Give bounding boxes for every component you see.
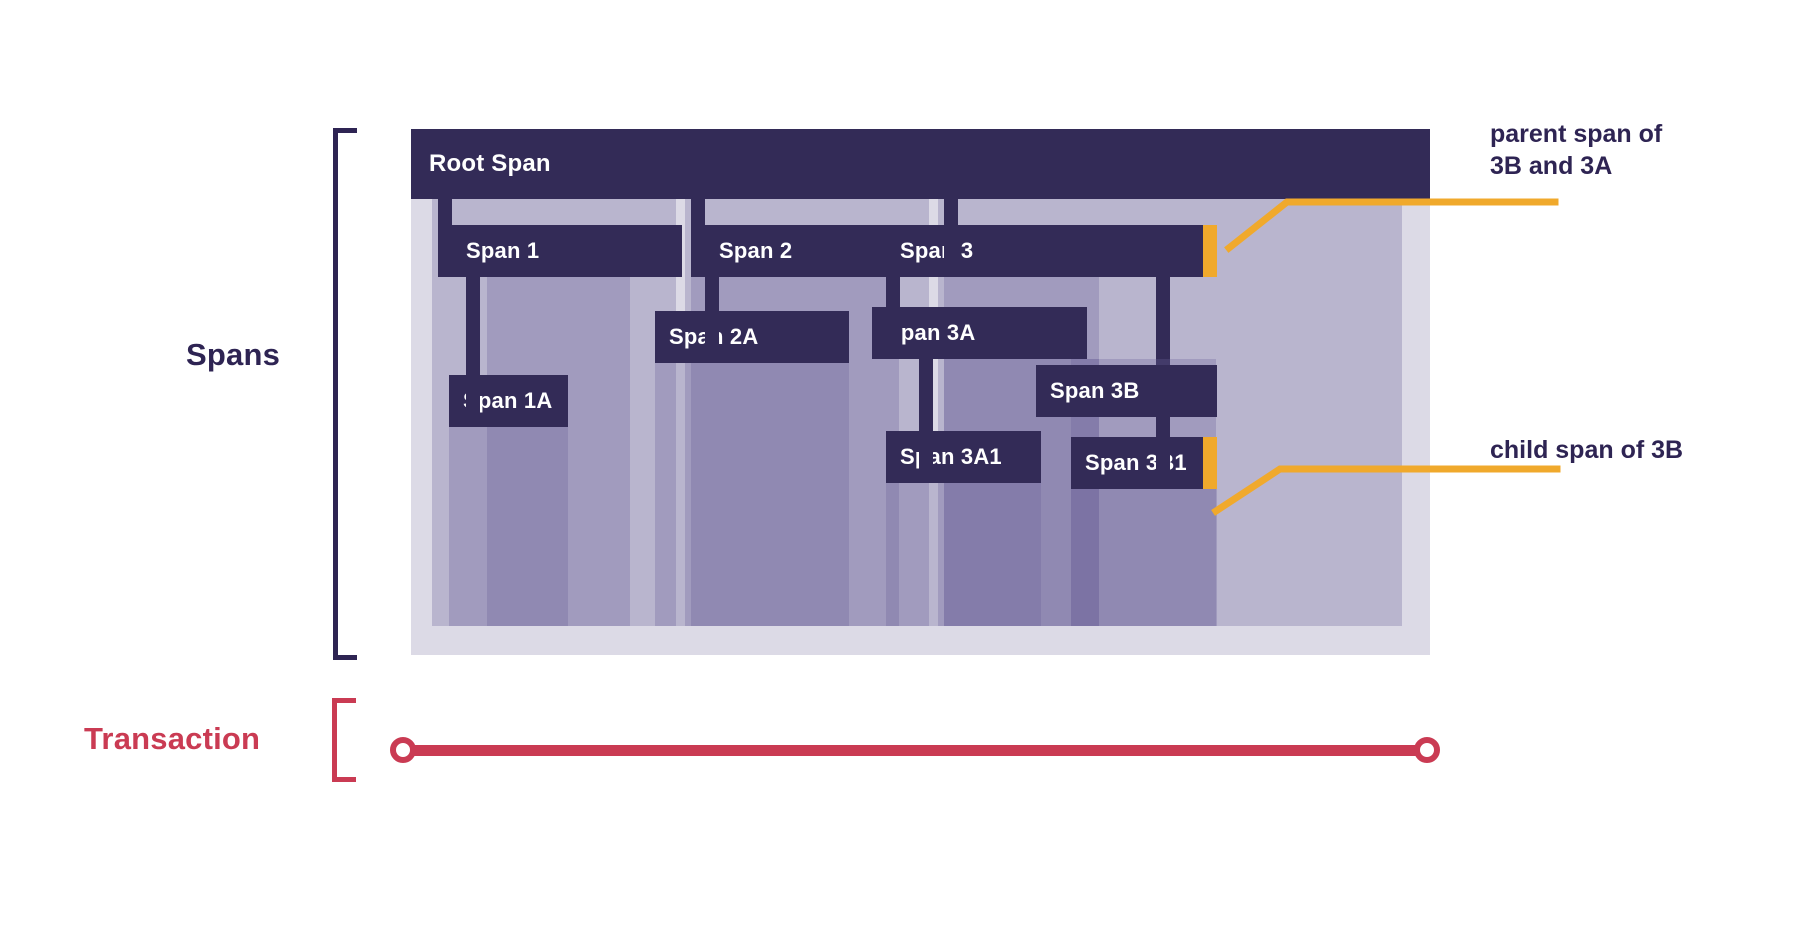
- span-fill-2a: [655, 363, 849, 626]
- spans-section-label: Spans: [186, 337, 281, 372]
- span-panel-1a: [487, 277, 630, 626]
- span-bar-2a[interactable]: Span 2A: [655, 311, 849, 363]
- transaction-rail: [406, 745, 1424, 756]
- transaction-end-marker[interactable]: [1414, 737, 1440, 763]
- transaction-section-label: Transaction: [84, 721, 261, 756]
- span-bar-3a[interactable]: Span 3A: [872, 307, 1087, 359]
- callout-child-span-label: child span of 3B: [1490, 436, 1684, 464]
- stem-span3a-to-span3a1: [919, 359, 933, 483]
- stem-root-to-span1: [438, 199, 452, 277]
- transaction-bracket-vertical: [332, 698, 337, 782]
- span-fill-1a: [449, 427, 568, 626]
- leader-line-child: [1211, 465, 1561, 516]
- transaction-bracket: [332, 698, 356, 782]
- highlight-chip-span3b1: [1203, 437, 1217, 489]
- span-fill-3a1: [886, 483, 1041, 626]
- leader-line-parent: [1224, 198, 1559, 253]
- transaction-bracket-top-arm: [332, 698, 356, 703]
- highlight-chip-span3: [1203, 225, 1217, 277]
- spans-waterfall: Root Span Span 1 Span 1A Span 2 Span 2A …: [411, 129, 1430, 655]
- spans-bracket-vertical: [333, 128, 338, 660]
- span-bar-3b1[interactable]: Span 3B1: [1071, 437, 1217, 489]
- spans-bracket-bottom-arm: [333, 655, 357, 660]
- stem-root-to-span2: [691, 199, 705, 277]
- stem-root-to-span3: [944, 199, 958, 277]
- stem-span3b-to-span3b1: [1156, 417, 1170, 489]
- span-fill-3b1: [1071, 489, 1217, 626]
- span-bar-root[interactable]: Root Span: [411, 129, 1430, 199]
- span-bar-3[interactable]: Span 3: [886, 225, 1217, 277]
- callout-parent-span-label: parent span of 3B and 3A: [1490, 120, 1663, 180]
- spans-bracket-top-arm: [333, 128, 357, 133]
- spans-bracket: [333, 128, 357, 660]
- transaction-start-marker[interactable]: [390, 737, 416, 763]
- transaction-timeline[interactable]: [390, 737, 1440, 763]
- stem-span2-to-span2a: [705, 277, 719, 363]
- span-bar-1[interactable]: Span 1: [452, 225, 682, 277]
- span-bar-3b[interactable]: Span 3B: [1036, 365, 1217, 417]
- stem-span1-to-span1a: [466, 277, 480, 427]
- transaction-bracket-bottom-arm: [332, 777, 356, 782]
- span-bar-2[interactable]: Span 2: [705, 225, 899, 277]
- stem-span3-to-span3a: [886, 277, 900, 359]
- span-bar-3a1[interactable]: Span 3A1: [886, 431, 1041, 483]
